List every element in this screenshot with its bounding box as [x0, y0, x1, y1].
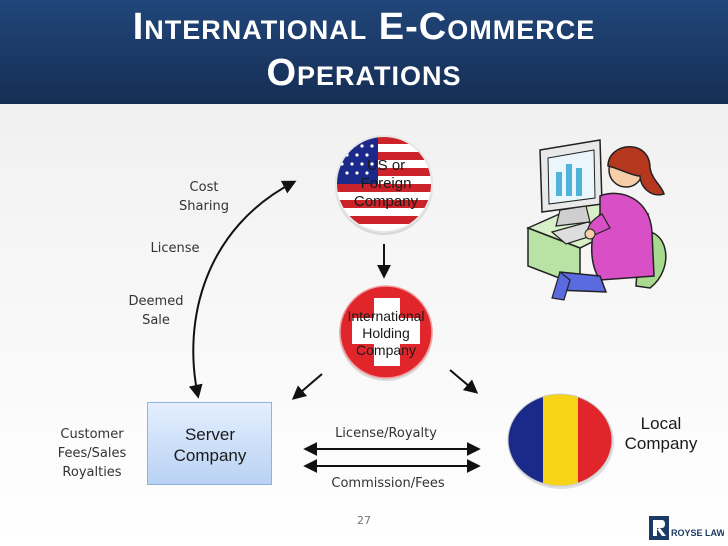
cost-sharing-label: Cost Sharing [170, 178, 238, 216]
cost-sharing-arrow [188, 180, 297, 399]
title-band: International E-Commerce Operations [0, 0, 728, 104]
us-flag-icon [335, 135, 433, 235]
server-company-line-2: Company [173, 446, 247, 465]
license-royalty-label: License/Royalty [335, 426, 437, 441]
us-company-line-3: Company [353, 193, 419, 210]
server-company-line-1: Server [184, 425, 236, 444]
local-company-line-1: Local [640, 414, 682, 433]
us-company-line-2: Foreign [360, 175, 412, 192]
server-company-label: Server Company [150, 424, 270, 466]
cost-sharing-line-2: Sharing [179, 199, 229, 214]
holding-company-line-1: International [347, 308, 425, 324]
logo-mark: ROYSE LAW [649, 516, 726, 540]
us-company-label: US or Foreign Company [344, 157, 428, 211]
slide-title-line-1: International E-Commerce [132, 6, 596, 48]
license-label: License [150, 241, 200, 256]
swiss-flag-icon [339, 285, 433, 381]
royse-law-logo-icon: ROYSE LAW [648, 515, 726, 541]
customer-fees-line-1: Customer [60, 427, 124, 442]
title-band-gradient [0, 0, 728, 104]
commission-fees-label: Commission/Fees [331, 476, 445, 491]
local-company-label: Local Company [618, 414, 704, 454]
page-number: 27 [357, 514, 371, 527]
woman-at-computer-icon [526, 139, 667, 301]
us-company-line-1: US or [366, 157, 406, 174]
holding-company-line-3: Company [356, 342, 416, 358]
logo-text: ROYSE LAW [671, 528, 724, 538]
holding-to-local-arrow [449, 369, 479, 394]
customer-fees-line-2: Fees/Sales [57, 446, 127, 461]
cost-sharing-line-1: Cost [189, 180, 219, 195]
customer-fees-label: Customer Fees/Sales Royalties [52, 425, 132, 482]
deemed-sale-line-1: Deemed [128, 294, 184, 309]
holding-to-server-arrow [291, 373, 323, 400]
customer-fees-line-3: Royalties [62, 465, 122, 480]
server-company-box [147, 402, 272, 485]
holding-company-line-2: Holding [362, 325, 410, 341]
local-company-line-2: Company [624, 434, 698, 453]
deemed-sale-line-2: Sale [142, 313, 170, 328]
deemed-sale-label: Deemed Sale [124, 292, 188, 330]
slide-title-line-2: Operations [266, 52, 462, 94]
tricolor-flag-icon [507, 393, 614, 489]
holding-company-label: International Holding Company [340, 308, 432, 359]
